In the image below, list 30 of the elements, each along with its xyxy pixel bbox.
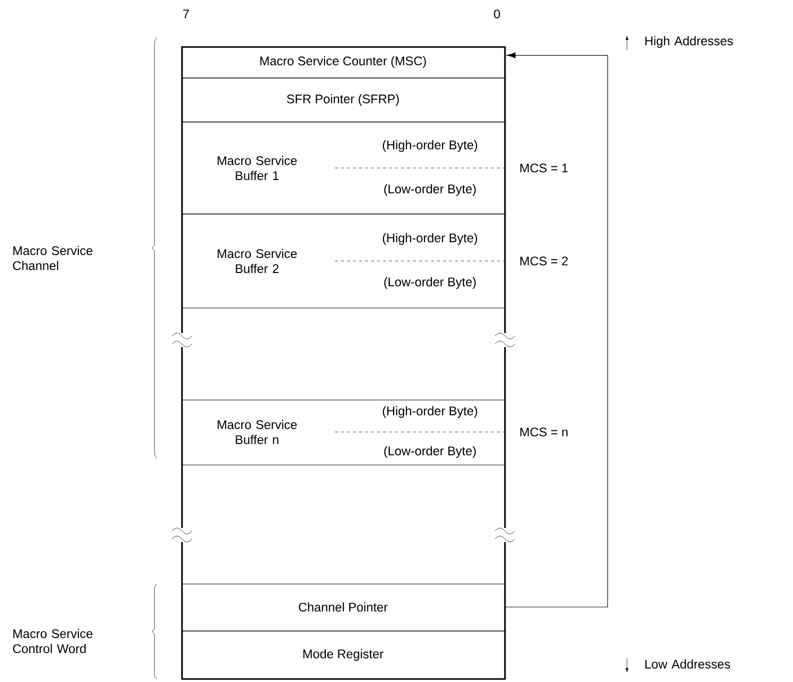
memory-row	[182, 584, 506, 632]
memory-row	[182, 78, 506, 122]
byte-label: (High-order Byte)	[382, 233, 478, 245]
mcs-label: MCS = 2	[520, 256, 568, 266]
text-label: Low Addresses	[645, 659, 730, 669]
bit-number: 0	[494, 10, 500, 18]
byte-label: (Low-order Byte)	[384, 446, 476, 458]
byte-label: (Low-order Byte)	[384, 184, 476, 196]
row-label: Mode Register	[303, 649, 384, 661]
mcs-label: MCS = 1	[520, 164, 568, 172]
memory-row	[182, 46, 506, 78]
byte-label: (Low-order Byte)	[384, 277, 476, 289]
memory-row	[182, 630, 506, 680]
row-label: Macro Service Buffer 1	[218, 156, 297, 180]
memory-row	[182, 214, 506, 308]
byte-label: (High-order Byte)	[382, 406, 478, 418]
bit-number: 7	[183, 10, 189, 18]
text-label: Macro Service Channel	[13, 246, 92, 270]
row-label: Channel Pointer	[298, 602, 388, 612]
row-label: SFR Pointer (SFRP)	[286, 94, 399, 106]
memory-row	[182, 122, 506, 214]
mcs-label: MCS = n	[520, 428, 568, 436]
text-label: High Addresses	[645, 36, 733, 48]
row-label: Macro Service Buffer n	[218, 420, 297, 444]
byte-label: (High-order Byte)	[382, 140, 478, 152]
memory-row	[182, 400, 506, 466]
row-label: Macro Service Counter (MSC)	[260, 56, 426, 68]
arrow	[505, 52, 608, 608]
text-label: Macro Service Control Word	[13, 628, 92, 654]
row-label: Macro Service Buffer 2	[218, 248, 297, 274]
